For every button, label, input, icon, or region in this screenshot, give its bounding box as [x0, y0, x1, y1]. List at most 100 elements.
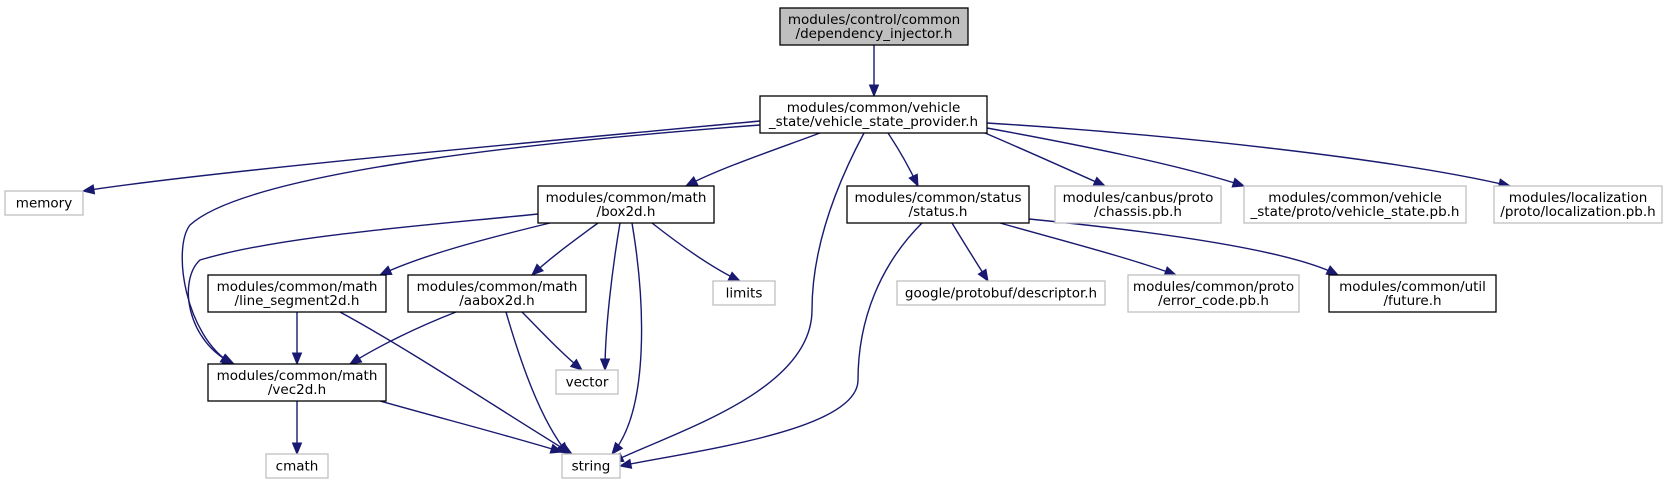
edge-line	[619, 222, 923, 467]
node-label-line: /status.h	[909, 204, 968, 220]
node-label-line: modules/common/proto	[1133, 279, 1294, 295]
edge-arrowhead	[618, 458, 633, 469]
node-box	[407, 274, 587, 313]
edges-layer	[81, 45, 1512, 469]
edge-arrowhead	[348, 353, 363, 365]
node-box2d[interactable]: modules/common/math/box2d.h	[537, 185, 715, 224]
edge-line	[531, 222, 599, 276]
edge-arrowhead	[378, 265, 393, 276]
node-label-line: memory	[16, 196, 72, 212]
edge-line	[187, 213, 539, 365]
nodes-layer: modules/control/common/dependency_inject…	[4, 7, 1663, 479]
node-error-code: modules/common/proto/error_code.pb.h	[1127, 274, 1300, 313]
node-cmath: cmath	[265, 453, 329, 479]
node-status[interactable]: modules/common/status/status.h	[846, 185, 1030, 224]
edge-arrowhead	[569, 358, 584, 371]
node-label-line: limits	[726, 286, 763, 302]
node-aabox2d[interactable]: modules/common/math/aabox2d.h	[407, 274, 587, 313]
node-label-line: /vec2d.h	[268, 382, 326, 398]
edge-line	[505, 311, 569, 455]
edge-status-to-error_code	[999, 222, 1178, 276]
node-label-line: /error_code.pb.h	[1158, 293, 1269, 309]
edge-arrowhead	[684, 176, 699, 187]
edge-line	[685, 132, 821, 187]
node-future[interactable]: modules/common/util/future.h	[1328, 274, 1497, 313]
edge-arrowhead	[727, 271, 742, 282]
node-label-line: /line_segment2d.h	[235, 293, 360, 309]
node-label-line: /dependency_injector.h	[796, 26, 953, 42]
edge-line	[604, 222, 621, 371]
edge-arrowhead	[977, 268, 989, 283]
node-label-line: /proto/localization.pb.h	[1500, 204, 1655, 220]
edge-arrowhead	[556, 441, 569, 456]
edge-line	[82, 120, 761, 192]
node-vehicle-state-provider[interactable]: modules/common/vehicle_state/vehicle_sta…	[759, 95, 988, 134]
node-box	[207, 363, 387, 402]
node-label-line: modules/canbus/proto	[1063, 190, 1214, 206]
node-label-line: modules/common/math	[417, 279, 578, 295]
edge-aabox2d-to-string	[505, 311, 569, 456]
node-box	[1054, 185, 1222, 224]
edge-arrowhead	[1163, 266, 1178, 276]
edge-status-to-string	[618, 222, 923, 469]
node-box	[537, 185, 715, 224]
node-vec2d[interactable]: modules/common/math/vec2d.h	[207, 363, 387, 402]
edge-arrowhead	[291, 352, 303, 366]
edge-arrowhead	[611, 441, 624, 456]
edge-vehicle_state_provider-to-status	[887, 132, 919, 188]
edge-box2d-to-line_segment2d	[378, 222, 551, 276]
edge-arrowhead	[1325, 265, 1340, 276]
node-dependency-injector[interactable]: modules/control/common/dependency_inject…	[779, 7, 969, 46]
node-string: string	[561, 453, 621, 479]
edge-line	[611, 222, 643, 455]
node-label-line: _state/vehicle_state_provider.h	[768, 114, 978, 130]
edge-arrowhead	[549, 443, 564, 454]
node-box	[896, 280, 1106, 306]
edge-box2d-to-aabox2d	[531, 222, 599, 276]
edge-arrowhead	[531, 263, 544, 276]
edge-arrowhead	[1092, 176, 1107, 187]
node-box	[759, 95, 988, 134]
edge-box2d-to-string	[611, 222, 643, 456]
node-label-line: /chassis.pb.h	[1094, 204, 1182, 220]
edge-aabox2d-to-vec2d	[348, 311, 457, 365]
node-box	[4, 190, 84, 216]
edge-vehicle_state_provider-to-localization	[986, 122, 1512, 189]
edge-box2d-to-vector	[599, 222, 621, 372]
edge-arrowhead	[908, 173, 919, 188]
node-line-segment2d[interactable]: modules/common/math/line_segment2d.h	[207, 274, 387, 313]
edge-arrowhead	[81, 184, 96, 195]
edge-vec2d-to-string	[379, 400, 564, 454]
node-box	[1493, 185, 1663, 224]
node-label-line: modules/common/math	[546, 190, 707, 206]
node-label-line: vector	[566, 375, 609, 391]
edge-line	[521, 311, 583, 371]
edge-vehicle_state_provider-to-vehicle_state_pb	[986, 127, 1246, 188]
edge-arrowhead	[1231, 177, 1246, 188]
edge-line	[379, 222, 551, 276]
node-label-line: _state/proto/vehicle_state.pb.h	[1250, 204, 1460, 220]
edge-vehicle_state_provider-to-memory	[81, 120, 761, 195]
node-box	[265, 453, 329, 479]
edge-line	[986, 122, 1511, 187]
node-chassis: modules/canbus/proto/chassis.pb.h	[1054, 185, 1222, 224]
node-label-line: modules/common/vehicle	[787, 100, 961, 116]
node-localization: modules/localization/proto/localization.…	[1493, 185, 1663, 224]
edge-vec2d-to-cmath	[291, 401, 303, 456]
edge-line	[349, 311, 457, 365]
edge-line	[1028, 218, 1339, 276]
node-label-line: google/protobuf/descriptor.h	[905, 286, 1097, 302]
edge-line	[611, 132, 865, 463]
node-box	[207, 274, 387, 313]
edge-line_segment2d-to-vec2d	[291, 312, 303, 366]
edge-line	[379, 400, 563, 453]
node-label-line: modules/common/math	[217, 368, 378, 384]
node-box	[846, 185, 1030, 224]
edge-status-to-descriptor	[951, 222, 989, 283]
node-box	[1328, 274, 1497, 313]
edge-arrowhead	[599, 358, 611, 372]
edge-status-to-future	[1028, 218, 1340, 276]
edge-aabox2d-to-vector	[521, 311, 584, 371]
node-box	[712, 280, 776, 306]
edge-line	[999, 222, 1177, 276]
